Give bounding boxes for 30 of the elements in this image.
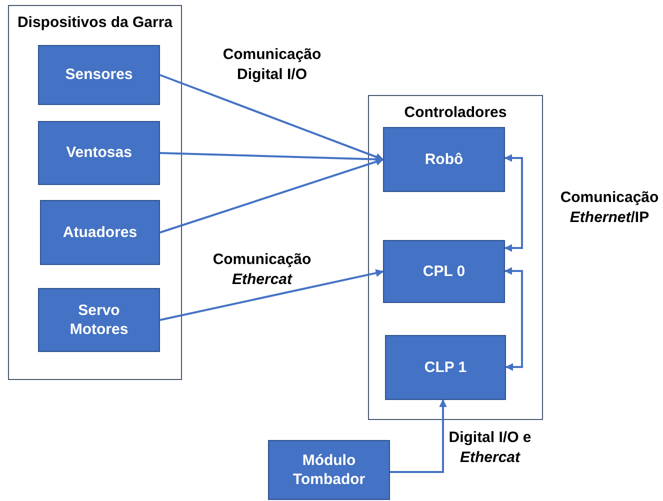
box-label: Ventosas: [66, 143, 132, 163]
group-frame: [8, 5, 182, 380]
connection-label: Comunicação Ethernet/IP: [559, 188, 660, 228]
box-label: Atuadores: [62, 222, 138, 242]
process-box: [38, 288, 160, 352]
connection-label: Digital I/O e Ethercat: [448, 428, 532, 468]
process-box: [383, 240, 505, 303]
arrow: [160, 74, 384, 161]
box-label: CLP 1: [424, 358, 467, 378]
arrow: [504, 267, 523, 371]
process-box: [40, 200, 160, 265]
group-title: Controladores: [403, 104, 508, 121]
process-box: [383, 127, 505, 192]
process-box: [385, 335, 506, 400]
box-label: Sensores: [65, 65, 133, 85]
box-label: Módulo Tombador: [292, 450, 366, 490]
group-title: Dispositivos da Garra: [16, 14, 174, 31]
connection-label: Comunicação Ethercat: [212, 250, 312, 290]
process-box: [268, 440, 390, 500]
box-label: CPL 0: [422, 262, 466, 282]
box-label: Robô: [424, 150, 464, 170]
arrow: [160, 269, 384, 321]
arrow: [504, 154, 523, 252]
connection-label: Comunicação Digital I/O: [222, 45, 322, 86]
process-box: [38, 121, 160, 185]
process-box: [38, 45, 160, 105]
arrow: [160, 158, 384, 234]
box-label: Servo Motores: [68, 300, 130, 340]
arrow: [390, 399, 447, 473]
group-frame: [368, 95, 543, 420]
